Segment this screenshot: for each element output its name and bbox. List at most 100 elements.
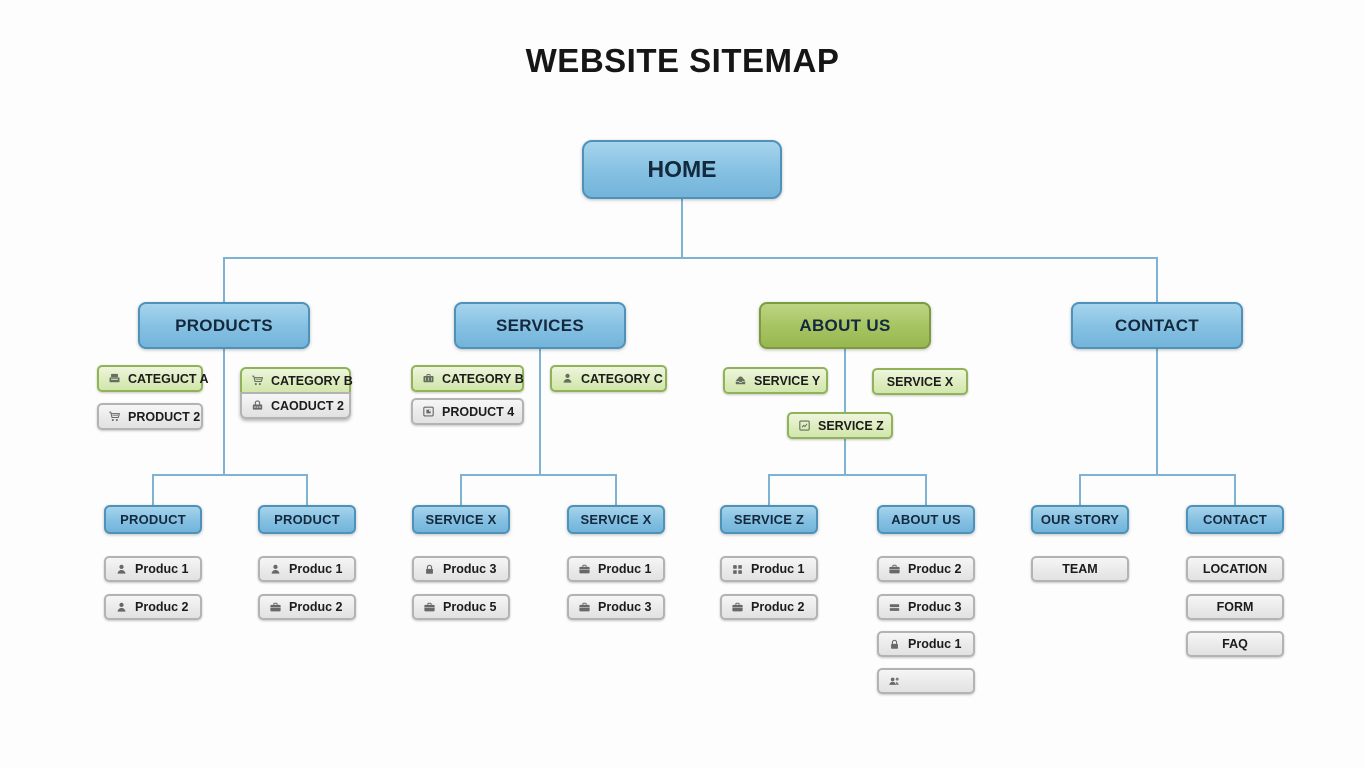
sitemap-node-about-us-col: ABOUT US <box>877 505 975 534</box>
node-label: CATEGORY B <box>442 371 524 386</box>
node-label: Produc 1 <box>135 562 189 576</box>
node-label: SERVICE Z <box>733 512 805 527</box>
node-label: CONTACT <box>1203 512 1267 527</box>
node-label: CONTACT <box>1115 315 1199 335</box>
sitemap-node-contact-col: CONTACT <box>1186 505 1284 534</box>
grid-icon <box>730 562 745 577</box>
connector-line <box>460 474 617 476</box>
sitemap-node-category-b: CATEGORY B <box>240 367 353 394</box>
node-label: PRODUCT 4 <box>442 404 515 419</box>
sitemap-item: Produc 1 <box>258 556 356 582</box>
sitemap-item: Produc 1 <box>877 631 975 657</box>
cart-icon <box>250 373 265 388</box>
sitemap-item: Produc 3 <box>877 594 975 620</box>
node-label: LOCATION <box>1202 562 1268 576</box>
sitemap-node-service-z: SERVICE Z <box>787 412 893 439</box>
connector-line <box>1156 349 1158 476</box>
connector-line <box>681 199 683 259</box>
node-label: HOME <box>647 156 717 182</box>
node-label: CAODUCT 2 <box>271 398 344 413</box>
inbox-icon <box>733 373 748 388</box>
node-label: PRODUCT 2 <box>128 409 201 424</box>
connector-line <box>152 474 154 505</box>
sitemap-node-about-us: ABOUT US <box>759 302 931 349</box>
sitemap-item: Produc 3 <box>567 594 665 620</box>
node-label: Produc 3 <box>443 562 497 576</box>
sitemap-node-category-b-services: CATEGORY B <box>411 365 524 392</box>
node-label: Produc 5 <box>443 600 497 614</box>
node-label: PRODUCTS <box>175 315 273 335</box>
layers-icon <box>887 600 902 615</box>
sitemap-node-product-4: PRODUCT 4 <box>411 398 524 425</box>
cart-icon <box>107 409 122 424</box>
node-label: ABOUT US <box>799 315 891 335</box>
node-label: FORM <box>1216 600 1254 614</box>
connector-line <box>1079 474 1236 476</box>
image-icon <box>421 404 436 419</box>
node-label: Produc 1 <box>908 637 962 651</box>
sitemap-node-our-story: OUR STORY <box>1031 505 1129 534</box>
node-label: Produc 3 <box>598 600 652 614</box>
node-label: SERVICE X <box>886 374 954 389</box>
person-icon <box>114 600 129 615</box>
sitemap-item: FORM <box>1186 594 1284 620</box>
node-label: ABOUT US <box>891 512 961 527</box>
register-icon <box>107 371 122 386</box>
person-icon <box>114 562 129 577</box>
node-label: CATEGORY B <box>271 373 353 388</box>
sitemap-item: Produc 2 <box>877 556 975 582</box>
sitemap-node-service-x-col2: SERVICE X <box>567 505 665 534</box>
sitemap-node-service-x: SERVICE X <box>872 368 968 395</box>
node-label: SERVICE Y <box>754 373 821 388</box>
person-icon <box>560 371 575 386</box>
lock-box-icon <box>250 398 265 413</box>
connector-line <box>1156 257 1158 303</box>
connector-line <box>925 474 927 505</box>
node-label: Produc 3 <box>908 600 962 614</box>
sitemap-node-categuct-a: CATEGUCT A <box>97 365 209 392</box>
sitemap-item: FAQ <box>1186 631 1284 657</box>
node-label: Produc 2 <box>751 600 805 614</box>
sitemap-item: Produc 5 <box>412 594 510 620</box>
node-label: OUR STORY <box>1040 512 1120 527</box>
node-label: PRODUCT <box>274 512 340 527</box>
node-label: PRODUCT <box>120 512 186 527</box>
page-title: WEBSITE SITEMAP <box>525 42 840 79</box>
connector-line <box>152 474 308 476</box>
sitemap-node-service-z-col: SERVICE Z <box>720 505 818 534</box>
briefcase-icon <box>422 600 437 615</box>
connector-line <box>1234 474 1236 505</box>
toolbox-icon <box>421 371 436 386</box>
node-label: FAQ <box>1222 637 1248 651</box>
sitemap-item <box>877 668 975 694</box>
sitemap-item: Produc 1 <box>104 556 202 582</box>
connector-line <box>306 474 308 505</box>
node-label: Produc 1 <box>598 562 652 576</box>
lock-icon <box>422 562 437 577</box>
connector-line <box>460 474 462 505</box>
sitemap-node-products: PRODUCTS <box>138 302 310 349</box>
sitemap-item: TEAM <box>1031 556 1129 582</box>
sitemap-item: Produc 1 <box>720 556 818 582</box>
node-label: SERVICES <box>495 315 585 335</box>
sitemap-node-caoduct-2: CAODUCT 2 <box>240 392 351 419</box>
connector-line <box>768 474 770 505</box>
node-label: Produc 2 <box>135 600 189 614</box>
node-label: SERVICE Z <box>818 418 884 433</box>
sitemap-node-services: SERVICES <box>454 302 626 349</box>
sitemap-item: Produc 3 <box>412 556 510 582</box>
connector-line <box>223 349 225 476</box>
connector-line <box>223 257 1158 259</box>
node-label: SERVICE X <box>425 512 497 527</box>
sitemap-node-product-col1: PRODUCT <box>104 505 202 534</box>
lock-icon <box>887 637 902 652</box>
node-label: Produc 2 <box>289 600 343 614</box>
node-label: CATEGORY C <box>581 371 663 386</box>
sitemap-item: Produc 2 <box>104 594 202 620</box>
connector-line <box>1079 474 1081 505</box>
node-label: TEAM <box>1062 562 1098 576</box>
connector-line <box>539 349 541 476</box>
sitemap-node-product-col2: PRODUCT <box>258 505 356 534</box>
sitemap-item: Produc 1 <box>567 556 665 582</box>
